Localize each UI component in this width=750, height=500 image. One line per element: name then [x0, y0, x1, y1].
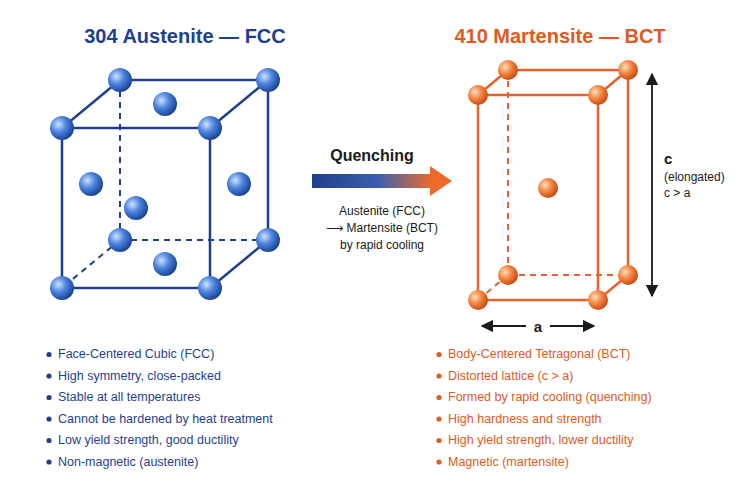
bct-atom [588, 290, 608, 310]
bullet-dot [46, 438, 51, 443]
bct-atom [468, 85, 488, 105]
bullet-dot [436, 459, 441, 464]
property-bullet: Distorted lattice (c > a) [448, 369, 573, 384]
bct-atom [538, 178, 558, 198]
bullet-dot [46, 395, 51, 400]
bullet-dot [46, 373, 51, 378]
property-bullet: Body-Centered Tetragonal (BCT) [448, 347, 631, 362]
dimension-arrows [482, 74, 652, 326]
process-note: by rapid cooling [340, 238, 424, 252]
property-bullet: Formed by rapid cooling (quenching) [448, 390, 652, 405]
fcc-atom [256, 228, 280, 252]
bullet-dot [436, 395, 441, 400]
panel-title: 304 Austenite — FCC [84, 24, 286, 48]
bct-atom [618, 265, 638, 285]
property-bullet: Face-Centered Cubic (FCC) [58, 347, 214, 362]
bct-atom [498, 60, 518, 80]
fcc-atom [198, 116, 222, 140]
bct-atom [468, 290, 488, 310]
panel-title: 410 Martensite — BCT [454, 24, 665, 48]
bullet-dot [436, 352, 441, 357]
dimension-label: (elongated) [664, 170, 725, 184]
dimension-label: a [534, 318, 542, 336]
process-note: Austenite (FCC) [339, 204, 425, 218]
fcc-atom [79, 172, 103, 196]
bct-atom [498, 265, 518, 285]
fcc-atom [198, 276, 222, 300]
fcc-atom [153, 92, 177, 116]
bct-cell [478, 70, 628, 300]
fcc-atom [50, 116, 74, 140]
property-bullet: Non-magnetic (austenite) [58, 455, 198, 470]
property-bullet: Magnetic (martensite) [448, 455, 569, 470]
process-label: Quenching [330, 146, 414, 165]
property-bullet: High hardness and strength [448, 412, 602, 427]
bct-atom [588, 85, 608, 105]
bullet-dot [46, 352, 51, 357]
bullet-dot [436, 438, 441, 443]
bullet-dot [436, 373, 441, 378]
dimension-label: c [664, 150, 672, 168]
fcc-atom [108, 68, 132, 92]
bullet-dot [46, 416, 51, 421]
property-bullet: Stable at all temperatures [58, 390, 200, 405]
process-note: ⟶ Martensite (BCT) [326, 221, 438, 235]
fcc-atom [153, 252, 177, 276]
bullet-dot [436, 416, 441, 421]
property-bullet: Cannot be hardened by heat treatment [58, 412, 273, 427]
quench-arrow [312, 166, 452, 196]
property-bullet: High yield strength, lower ductility [448, 433, 634, 448]
fcc-cube [62, 80, 268, 288]
fcc-atom [124, 196, 148, 220]
property-bullet: High symmetry, close-packed [58, 369, 221, 384]
dimension-label: c > a [664, 186, 690, 200]
property-bullet: Low yield strength, good ductility [58, 433, 239, 448]
bullet-dot [46, 459, 51, 464]
fcc-atom [227, 172, 251, 196]
fcc-atom [256, 68, 280, 92]
fcc-atom [108, 228, 132, 252]
fcc-atom [50, 276, 74, 300]
bct-atom [618, 60, 638, 80]
